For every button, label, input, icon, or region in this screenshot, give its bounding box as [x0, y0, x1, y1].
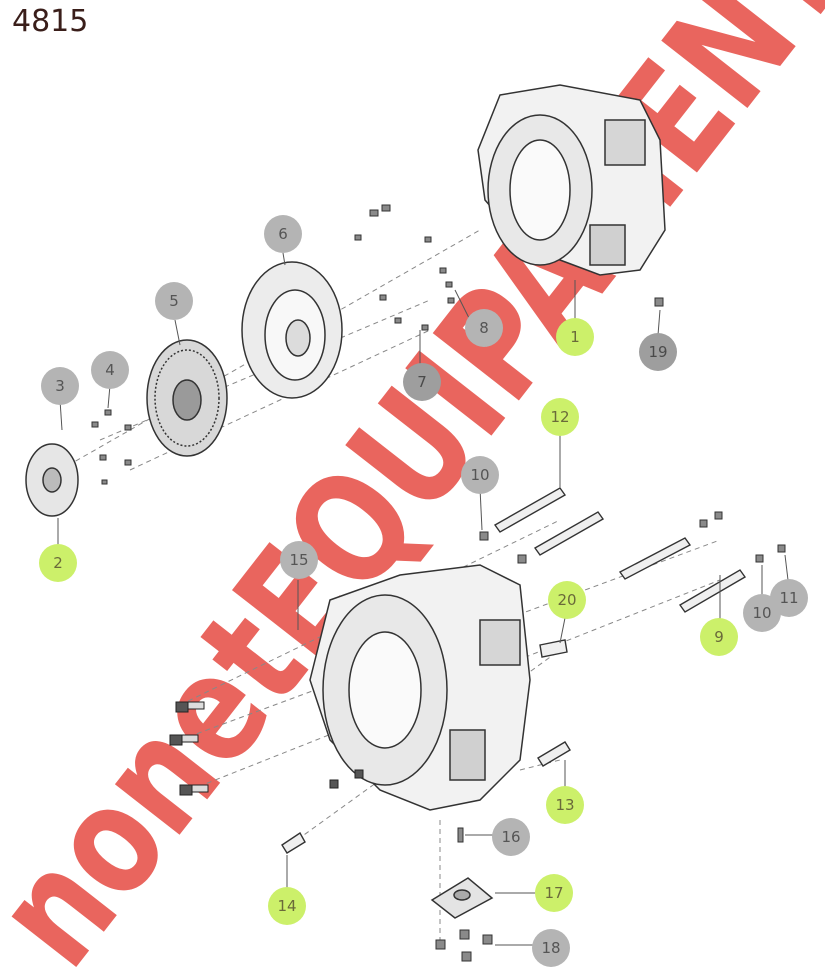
- callout-12[interactable]: 12: [541, 398, 579, 436]
- callout-2[interactable]: 2: [39, 544, 77, 582]
- callout-5[interactable]: 5: [155, 282, 193, 320]
- callout-19[interactable]: 19: [639, 333, 677, 371]
- callout-13[interactable]: 13: [546, 786, 584, 824]
- callout-4[interactable]: 4: [91, 351, 129, 389]
- callout-10a[interactable]: 10: [461, 456, 499, 494]
- cover-plate: [430, 877, 494, 919]
- callout-18[interactable]: 18: [532, 929, 570, 967]
- callout-17[interactable]: 17: [535, 874, 573, 912]
- callout-1[interactable]: 1: [556, 318, 594, 356]
- page-title: 4815: [12, 4, 89, 39]
- callout-16[interactable]: 16: [492, 818, 530, 856]
- fasteners: [91, 204, 786, 962]
- callout-15[interactable]: 15: [280, 541, 318, 579]
- clutch-housing-bottom: [309, 564, 531, 811]
- housing-bolts: [169, 701, 364, 796]
- clutch-housing-top: [477, 84, 666, 276]
- callout-3[interactable]: 3: [41, 367, 79, 405]
- callout-11[interactable]: 11: [770, 579, 808, 617]
- flywheel-cover: [25, 443, 79, 517]
- callout-9[interactable]: 9: [700, 618, 738, 656]
- callout-6[interactable]: 6: [264, 215, 302, 253]
- clutch-disc: [146, 339, 228, 457]
- callout-8[interactable]: 8: [465, 309, 503, 347]
- pressure-plate: [241, 261, 343, 399]
- callout-14[interactable]: 14: [268, 887, 306, 925]
- studs: [281, 487, 747, 854]
- callout-20[interactable]: 20: [548, 581, 586, 619]
- callout-10b[interactable]: 10: [743, 594, 781, 632]
- callout-7[interactable]: 7: [403, 363, 441, 401]
